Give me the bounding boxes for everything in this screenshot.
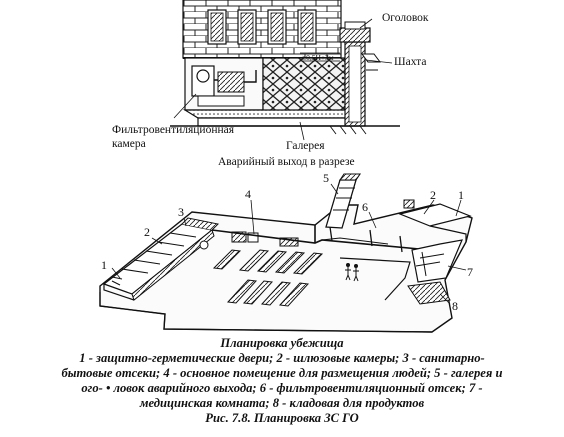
plan-view bbox=[99, 173, 473, 333]
plan-number-1-left: 1 bbox=[101, 258, 107, 272]
plan-number-6: 6 bbox=[362, 200, 368, 214]
plan-number-3: 3 bbox=[178, 205, 184, 219]
plan-number-8: 8 bbox=[452, 299, 458, 313]
number-leaders bbox=[111, 183, 467, 305]
emergency-shaft bbox=[339, 21, 381, 127]
sanitary-block bbox=[102, 217, 220, 301]
section-title: Аварийный выход в разрезе bbox=[218, 156, 355, 168]
label-filter-chamber-2: камера bbox=[112, 138, 146, 150]
building-facade bbox=[182, 0, 342, 59]
label-shakhta: Шахта bbox=[394, 56, 427, 68]
people-figures bbox=[345, 263, 359, 282]
legend-line-4: медицинская комната; 8 - кладовая для пр… bbox=[139, 396, 425, 410]
legend-line-3: ого- • ловок аварийного выхода; 6 - филь… bbox=[81, 381, 483, 395]
label-filter-chamber: Фильтровентиляционная bbox=[112, 124, 235, 136]
label-ogolovok: Оголовок bbox=[382, 12, 429, 24]
main-hall-benches bbox=[212, 249, 324, 307]
right-block bbox=[398, 199, 472, 305]
plan-number-7: 7 bbox=[467, 265, 473, 279]
ventilation-equipment bbox=[199, 231, 299, 250]
plan-number-4: 4 bbox=[245, 187, 251, 201]
plan-number-2-right: 2 bbox=[430, 188, 436, 202]
figure-caption: Рис. 7.8. Планировка ЗС ГО bbox=[205, 411, 359, 425]
filter-ventilation-chamber bbox=[184, 57, 264, 111]
plan-number-2-left: 2 bbox=[144, 225, 150, 239]
legend-line-2: бытовые отсеки; 4 - основное помещение д… bbox=[61, 366, 503, 380]
plan-title: Планировка убежища bbox=[220, 336, 344, 350]
dimension-mark: ≥0,5Н+3м bbox=[302, 53, 334, 62]
section-view: ≥0,5Н+3м bbox=[170, 0, 400, 141]
label-galereya: Галерея bbox=[286, 140, 325, 152]
plan-number-1-right: 1 bbox=[458, 188, 464, 202]
earth-fill bbox=[262, 57, 346, 115]
gallery bbox=[182, 109, 361, 127]
plan-number-5: 5 bbox=[323, 171, 329, 185]
escape-gallery bbox=[325, 173, 362, 229]
legend-line-1: 1 - защитно-герметические двери; 2 - шлю… bbox=[79, 351, 485, 365]
